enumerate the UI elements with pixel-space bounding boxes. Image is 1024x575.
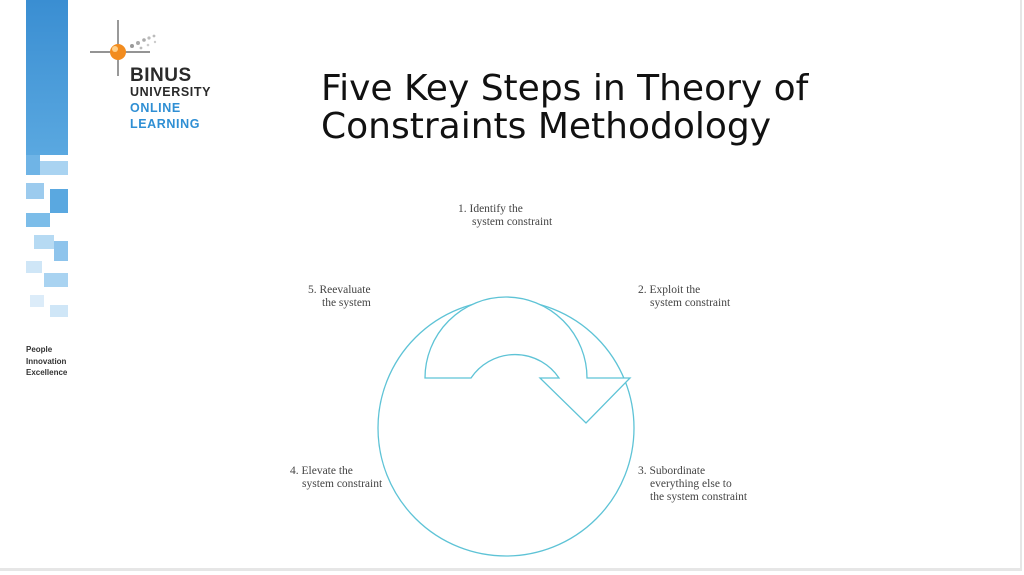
step-label-elevate: 4. Elevate the system constraint (290, 465, 382, 491)
binus-logo: BINUS UNIVERSITY ONLINE LEARNING (88, 18, 218, 138)
step-label-exploit: 2. Exploit the system constraint (638, 284, 730, 310)
step-label-line: 1. Identify the (458, 203, 523, 215)
step-label-line: the system constraint (650, 491, 748, 503)
step-label-line: 3. Subordinate (638, 465, 706, 477)
logo-brand-text: BINUS (130, 65, 192, 86)
step-label-identify: 1. Identify the system constraint (458, 203, 552, 229)
step-label-subordinate: 3. Subordinate everything else to the sy… (638, 465, 747, 504)
tagline-line: Innovation (26, 356, 67, 366)
step-label-line: system constraint (472, 216, 553, 228)
logo-university-text: UNIVERSITY (130, 85, 212, 99)
step-label-line: everything else to (650, 478, 732, 490)
step-label-line: 4. Elevate the (290, 465, 353, 477)
decorative-stripe (26, 0, 68, 330)
slide-title: Five Key Steps in Theory of Constraints … (321, 70, 881, 146)
step-label-line: system constraint (650, 297, 731, 309)
cycle-arrow-icon (424, 296, 632, 424)
stripe-bar (26, 0, 68, 155)
logo-mark-icon (90, 20, 157, 76)
slide-title-line: Five Key Steps in Theory of (321, 68, 809, 109)
tagline-line: People (26, 345, 53, 354)
logo-learning-text: LEARNING (130, 117, 201, 131)
tagline-line: Excellence (26, 368, 68, 377)
step-label-reevaluate: 5. Reevaluate the system (308, 284, 371, 310)
slide-title-line: Constraints Methodology (321, 106, 772, 147)
tagline: People Innovation Excellence (26, 344, 67, 379)
step-label-line: system constraint (302, 478, 383, 490)
toc-cycle-diagram: 1. Identify the system constraint 2. Exp… (270, 190, 810, 570)
cycle-graphic (377, 296, 635, 557)
logo-online-text: ONLINE (130, 101, 181, 115)
step-label-line: 2. Exploit the (638, 284, 701, 296)
step-label-line: 5. Reevaluate (308, 284, 371, 296)
stripe-tiles (26, 155, 68, 330)
step-label-line: the system (322, 297, 371, 309)
